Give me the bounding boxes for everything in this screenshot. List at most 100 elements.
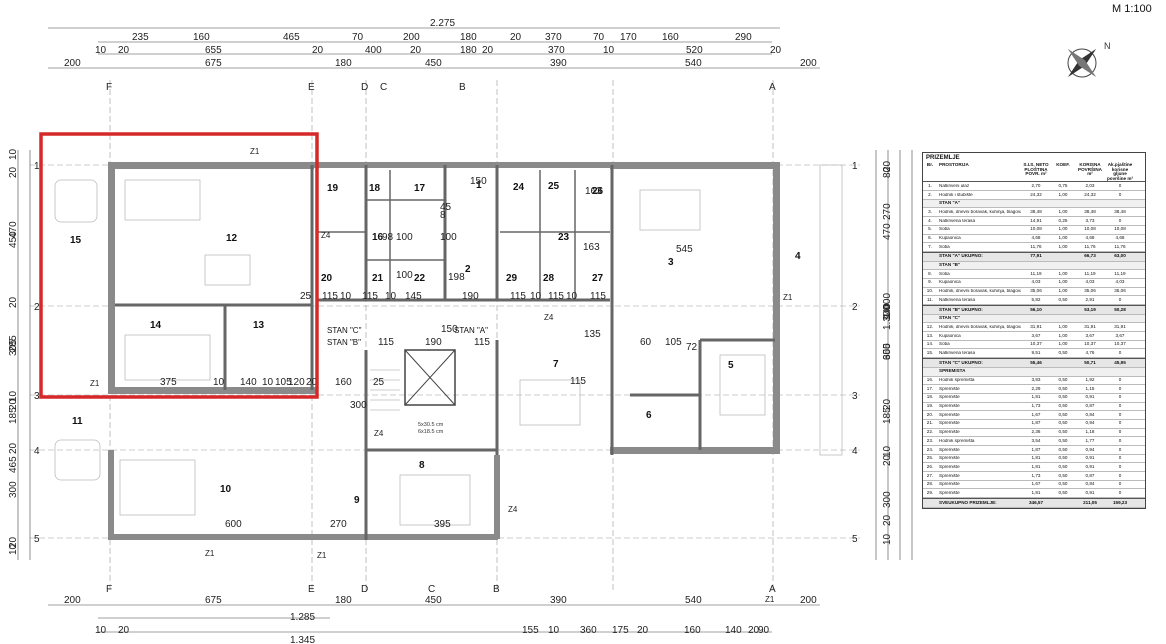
table-row: 3.Hodnik, dnevni boravak, kuhinja, blago… (923, 208, 1145, 218)
table-cell: 0,50 (1058, 455, 1068, 461)
room-number: 25 (548, 181, 560, 192)
area-table: PRIZEMLJE Br. PROSTORIJA S.I.S. NETO PLO… (922, 152, 1146, 509)
north-arrow-icon: N (1067, 41, 1111, 78)
dimension-value: 285 (8, 335, 19, 352)
dimension-value: 200 (403, 32, 420, 43)
table-cell: 0 (1118, 429, 1122, 435)
north-label: N (1104, 41, 1111, 51)
apartment-labels: STAN "C" STAN "B" STAN "A" (327, 326, 488, 347)
table-cell: 0,91 (1085, 489, 1095, 495)
table-cell: 0,50 (1058, 420, 1068, 426)
stair-note-2: 6x18.5 cm (418, 429, 444, 435)
table-cell: 1,87 (1031, 420, 1041, 426)
table-cell: 35,06 (1084, 288, 1096, 294)
axis-label: 3 (852, 391, 858, 402)
table-cell: 0,94 (1085, 446, 1095, 452)
table-cell: 4. (928, 217, 932, 223)
room-number: 10 (220, 484, 232, 495)
dimension-value: 115 (378, 337, 394, 348)
room-numbers: 1 2 3 4 5 6 7 8 9 10 11 12 13 14 15 16 1… (70, 180, 801, 506)
zone-label: Z1 (765, 595, 775, 604)
dimension-value: 10 (95, 45, 107, 56)
dimension-value: 10 (882, 533, 893, 545)
room-number: 19 (327, 183, 339, 194)
table-cell: 0,84 (1085, 411, 1095, 417)
dimension-value: 180 (460, 45, 477, 56)
table-cell: 0 (1118, 296, 1122, 302)
table-cell: 1,00 (1058, 279, 1068, 285)
dimension-value: 160 (684, 625, 701, 636)
dimension-value: 10 (8, 390, 19, 402)
table-cell: 1,00 (1058, 332, 1068, 338)
dimension-value: 375 (160, 377, 177, 388)
axis-label: E (308, 82, 315, 93)
table-cell: 0,87 (1085, 472, 1095, 478)
room-number: 11 (72, 416, 83, 427)
zone-labels: Z1 Z1 Z1 Z1 Z1 Z1 Z4 Z4 Z4 Z4 (90, 147, 793, 604)
table-cell: 10,08 (1114, 226, 1126, 232)
table-cell: 0 (1118, 437, 1122, 443)
zone-label: Z4 (321, 231, 331, 240)
room-number: 2 (465, 264, 471, 275)
table-cell: 35,06 (1114, 288, 1126, 294)
dimension-value: 470 (8, 221, 19, 238)
table-cell: 10,37 (1030, 341, 1042, 347)
table-cell: 10. (926, 288, 934, 294)
table-cell: 0,50 (1058, 394, 1068, 400)
table-cell: 1,18 (1085, 429, 1095, 435)
table-cell: 0 (1118, 463, 1122, 469)
table-row: SPREMIŠTA (923, 367, 1145, 377)
dimension-value: 540 (685, 595, 702, 606)
dimension-value: 305 (8, 339, 19, 356)
table-cell: Hodnik, dnevni boravak, kuhinja, blagova… (939, 324, 1021, 329)
table-cell: 0,87 (1085, 403, 1095, 409)
table-cell: 1,67 (1031, 411, 1041, 417)
dimension-value: 465 (8, 456, 19, 473)
table-cell: 29. (926, 489, 934, 495)
table-cell: 19. (926, 403, 934, 409)
table-cell: 4,68 (1115, 235, 1125, 241)
table-cell: Spremište (939, 404, 960, 409)
table-cell: 38,48 (1030, 208, 1042, 214)
dimension-value: 155 (522, 625, 539, 636)
dimension-value: 10 (385, 291, 397, 302)
dimension-value: 20 (482, 45, 494, 56)
table-cell: 1,00 (1058, 226, 1068, 232)
dimension-value: 200 (64, 58, 81, 69)
table-row: 10.Hodnik, dnevni boravak, kuhinja, blag… (923, 288, 1145, 297)
table-cell: 0,91 (1085, 463, 1095, 469)
room-number: 24 (513, 182, 525, 193)
dimension-value: 10 (882, 445, 893, 457)
table-cell: Natkriveni ulaz (939, 183, 970, 188)
table-cell: 1,00 (1058, 208, 1068, 214)
dimension-value: 20 (770, 45, 782, 56)
dimension-value: 360 (580, 625, 597, 636)
zone-label: Z1 (90, 379, 100, 388)
table-cell: 3. (928, 208, 932, 214)
table-cell: 38,48 (1114, 208, 1126, 214)
axis-label: E (308, 584, 315, 595)
dimension-value: 20 (510, 32, 522, 43)
table-cell: 21. (926, 420, 934, 426)
table-cell: 2,29 (1031, 385, 1041, 391)
dimension-value: 10 (530, 291, 542, 302)
table-cell: Soba (939, 342, 950, 347)
table-cell: 2,03 (1085, 182, 1095, 188)
table-cell: 4,68 (1085, 235, 1095, 241)
table-cell: Spremište (939, 430, 960, 435)
dimension-value: 545 (676, 244, 693, 255)
dimension-value: 10 (8, 148, 19, 160)
table-cell: 0,50 (1058, 377, 1068, 383)
axis-label: 3 (34, 391, 40, 402)
